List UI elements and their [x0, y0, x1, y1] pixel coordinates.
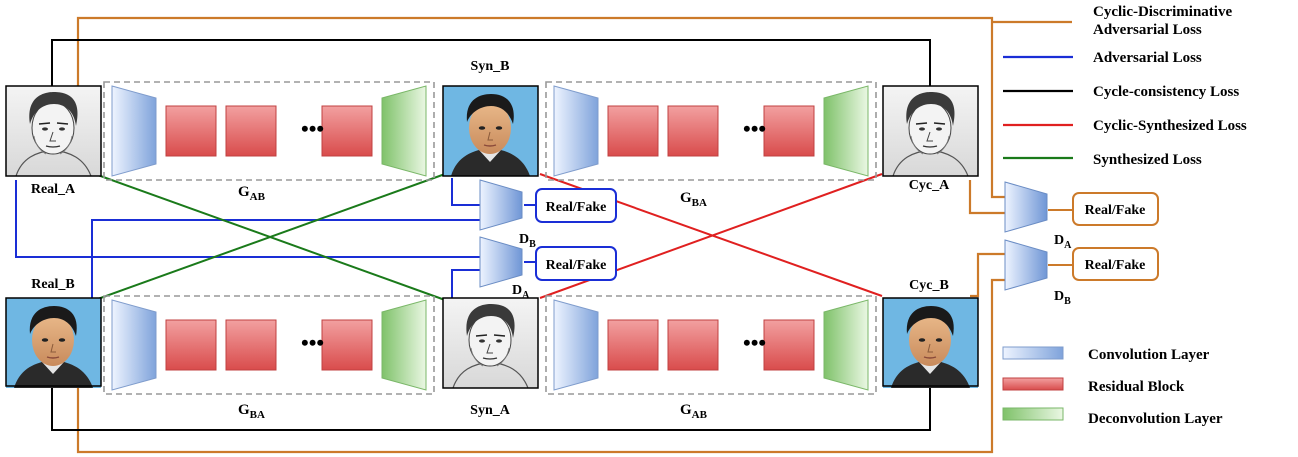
discriminator-d-b-mid	[479, 179, 523, 231]
legend-swatch-deconvolution	[1002, 407, 1064, 421]
dots-g-ab-top: •••	[301, 116, 324, 141]
real-a-label: Real_A	[31, 182, 76, 197]
generator-g-ab-top	[103, 81, 435, 181]
real-b-image	[5, 297, 102, 389]
legend-deconvolution-label: Deconvolution Layer	[1088, 411, 1223, 427]
real-fake-label-mid-bottom: Real/Fake	[546, 258, 607, 273]
legend-convolution-label: Convolution Layer	[1088, 347, 1210, 363]
real-b-label: Real_B	[31, 277, 75, 292]
generator-g-ba-bottom	[103, 295, 435, 395]
real-fake-box-mid-bottom	[535, 246, 617, 281]
dots-g-ba-top: •••	[743, 116, 766, 141]
real-fake-box-mid-top	[535, 188, 617, 223]
legend-synthesized-label: Synthesized Loss	[1093, 152, 1202, 168]
cyc-a-image	[882, 85, 979, 177]
g-ab-top-label: GAB	[238, 184, 266, 203]
cyc-b-image	[882, 297, 979, 389]
discriminator-d-a-right	[1004, 181, 1048, 233]
loss-line-adversarial-4	[451, 269, 480, 298]
discriminator-d-a-mid	[479, 236, 523, 288]
d-b-right-label: DB	[1054, 289, 1071, 307]
real-fake-box-right-top	[1072, 192, 1159, 226]
d-b-mid-label: DB	[519, 232, 536, 250]
loss-line-cycle-consistency-top	[51, 39, 931, 88]
legend-swatch-residual	[1002, 377, 1064, 391]
real-fake-box-right-bottom	[1072, 247, 1159, 281]
generator-g-ab-bottom	[545, 295, 877, 395]
generator-g-ba-top	[545, 81, 877, 181]
legend-residual-label: Residual Block	[1088, 379, 1185, 395]
loss-line-synthesized-2	[94, 173, 446, 301]
loss-line-cyc-b-to-db	[970, 252, 1005, 298]
loss-line-cyclic-discriminative-top	[76, 16, 1005, 199]
syn-a-image	[442, 297, 539, 389]
syn-b-label: Syn_B	[471, 59, 510, 74]
legend-cyclic-synthesized-label: Cyclic-Synthesized Loss	[1093, 118, 1247, 134]
loss-line-cyc-a-to-da	[968, 180, 1005, 215]
legend-blocks: Convolution Layer Residual Block Deconvo…	[1002, 346, 1223, 427]
legend-losses: Cyclic-Discriminative Adversarial Loss A…	[1003, 4, 1247, 168]
discriminator-d-b-right	[1004, 239, 1048, 291]
syn-a-label: Syn_A	[470, 403, 511, 418]
loss-line-adversarial-2	[91, 219, 480, 298]
g-ba-bottom-label: GBA	[238, 402, 265, 421]
loss-line-adversarial-3	[451, 178, 480, 206]
real-a-image	[5, 85, 102, 177]
dots-g-ab-bottom: •••	[743, 330, 766, 355]
cyc-b-label: Cyc_B	[909, 278, 949, 293]
legend-cda-label-line2: Adversarial Loss	[1093, 22, 1202, 38]
d-a-mid-label: DA	[512, 283, 530, 301]
g-ab-bottom-label: GAB	[680, 402, 708, 421]
legend-cda-label-line1: Cyclic-Discriminative	[1093, 4, 1232, 20]
d-a-right-label: DA	[1054, 233, 1072, 251]
syn-b-image	[442, 85, 539, 177]
real-fake-label-mid-top: Real/Fake	[546, 200, 607, 215]
legend-adversarial-label: Adversarial Loss	[1093, 50, 1202, 66]
dots-g-ba-bottom: •••	[301, 330, 324, 355]
legend-cycle-consistency-label: Cycle-consistency Loss	[1093, 84, 1239, 100]
real-fake-label-right-bottom: Real/Fake	[1085, 258, 1146, 273]
legend-swatch-convolution	[1002, 346, 1064, 360]
real-fake-label-right-top: Real/Fake	[1085, 203, 1146, 218]
cyc-a-label: Cyc_A	[909, 178, 950, 193]
g-ba-top-label: GBA	[680, 190, 707, 209]
loss-line-cycle-consistency-bottom	[51, 384, 931, 431]
